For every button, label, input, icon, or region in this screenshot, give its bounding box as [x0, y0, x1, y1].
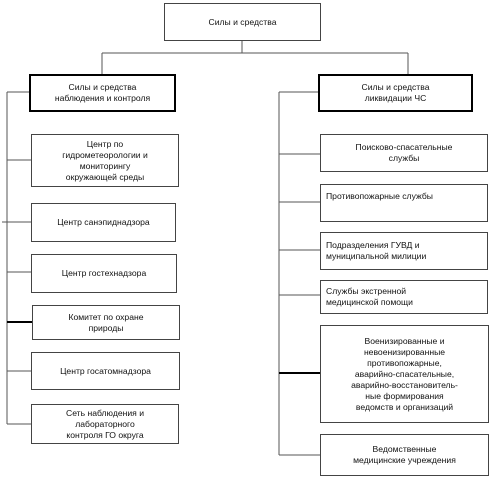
left-item-label: Сеть наблюдения и лабораторного контроля… — [65, 407, 144, 440]
left-item-box: Сеть наблюдения и лабораторного контроля… — [31, 404, 179, 444]
right-item-box: Подразделения ГУВД и муниципальной милиц… — [320, 232, 488, 270]
right-item-label: Подразделения ГУВД и муниципальной милиц… — [326, 240, 427, 261]
right-item-label: Ведомственные медицинские учреждения — [353, 444, 456, 465]
right-item-label: Противопожарные службы — [326, 191, 433, 201]
left-item-box: Центр гостехнадзора — [31, 254, 177, 293]
left-item-box: Центр по гидрометеорологии и мониторингу… — [31, 134, 179, 187]
right-item-box: Службы экстренной медицинской помощи — [320, 280, 488, 314]
right-item-box: Противопожарные службы — [320, 184, 488, 222]
left-item-label: Центр санэпиднадзора — [57, 217, 150, 227]
branch-label: Силы и средства наблюдения и контроля — [54, 82, 151, 103]
left-item-box: Центр госатомнадзора — [31, 352, 180, 390]
left-item-label: Комитет по охране природы — [68, 311, 144, 333]
branch-monitoring-box: Силы и средства наблюдения и контроля — [29, 74, 176, 112]
right-item-box: Ведомственные медицинские учреждения — [320, 434, 489, 476]
left-item-label: Центр госатомнадзора — [60, 365, 151, 376]
left-item-label: Центр гостехнадзора — [61, 268, 147, 278]
right-item-box: Поисково-спасательные службы — [320, 134, 488, 172]
root-label: Силы и средства — [208, 16, 277, 27]
right-item-label: Военизированные и невоенизированные прот… — [351, 335, 458, 412]
branch-liquidation-box: Силы и средства ликвидации ЧС — [318, 74, 473, 112]
right-item-label: Службы экстренной медицинской помощи — [326, 286, 413, 307]
right-item-label: Поисково-спасательные службы — [355, 142, 453, 163]
branch-label: Силы и средства ликвидации ЧС — [361, 82, 430, 103]
root-box: Силы и средства — [164, 3, 321, 41]
left-item-box: Комитет по охране природы — [32, 305, 180, 340]
left-item-label: Центр по гидрометеорологии и мониторингу… — [62, 138, 148, 182]
right-item-box: Военизированные и невоенизированные прот… — [320, 325, 489, 423]
left-item-box: Центр санэпиднадзора — [31, 203, 176, 242]
